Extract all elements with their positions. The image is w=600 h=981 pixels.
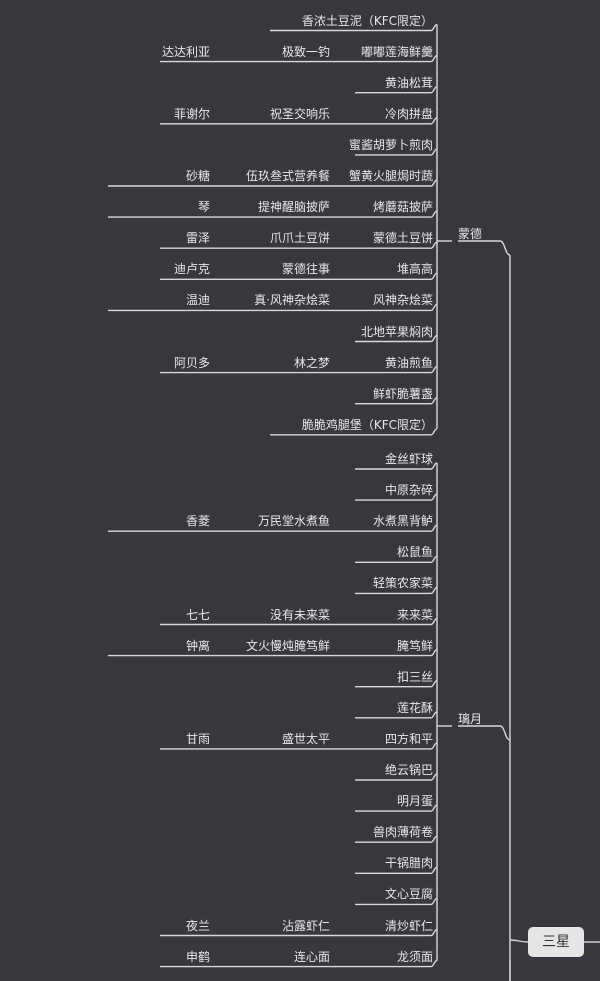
item-1-15-0[interactable]: 清炒虾仁: [384, 918, 433, 933]
row-1-8-corner: [430, 711, 438, 719]
spine-to-root: [509, 939, 529, 943]
item-0-13-0[interactable]: 脆脆鸡腿堡（KFC限定）: [301, 417, 433, 432]
row-1-6-corner: [430, 648, 438, 657]
row-1-10-corner: [430, 773, 438, 781]
item-1-6-1[interactable]: 文火慢炖腌笃鲜: [245, 638, 330, 653]
row-1-4-corner: [430, 586, 438, 595]
item-1-14-0[interactable]: 文心豆腐: [384, 887, 433, 902]
item-0-11-2[interactable]: 阿贝多: [173, 355, 210, 370]
item-1-15-1[interactable]: 沾露虾仁: [281, 918, 330, 933]
row-0-8-corner: [430, 272, 438, 280]
row-1-11-corner: [430, 804, 438, 812]
item-0-3-1[interactable]: 祝圣交响乐: [269, 106, 330, 121]
row-1-0-corner: [430, 462, 438, 470]
group-label-1[interactable]: 璃月: [458, 712, 483, 726]
item-1-5-1[interactable]: 没有未来菜: [269, 607, 330, 622]
row-0-2-corner: [430, 86, 438, 94]
item-0-7-2[interactable]: 雷泽: [185, 231, 210, 246]
item-1-16-2[interactable]: 申鹤: [185, 949, 210, 964]
item-0-10-0[interactable]: 北地苹果焖肉: [360, 324, 433, 339]
item-0-0-0[interactable]: 香浓土豆泥（KFC限定）: [301, 13, 433, 28]
item-1-9-0[interactable]: 四方和平: [384, 731, 433, 746]
row-0-5-corner: [430, 179, 438, 187]
item-1-2-1[interactable]: 万民堂水煮鱼: [257, 514, 330, 529]
item-0-3-2[interactable]: 菲谢尔: [173, 106, 210, 121]
item-1-5-0[interactable]: 来来菜: [396, 607, 433, 622]
group-label-0[interactable]: 蒙德: [458, 227, 483, 241]
item-1-7-0[interactable]: 扣三丝: [396, 669, 433, 684]
row-0-11-corner: [430, 365, 438, 374]
item-1-15-2[interactable]: 夜兰: [185, 918, 210, 933]
item-1-6-0[interactable]: 腌笃鲜: [396, 638, 433, 653]
item-1-9-2[interactable]: 甘雨: [185, 731, 210, 746]
item-0-7-1[interactable]: 爪爪土豆饼: [269, 231, 330, 246]
row-1-3-corner: [430, 555, 438, 563]
item-0-8-1[interactable]: 蒙德往事: [281, 262, 330, 277]
item-1-3-0[interactable]: 松鼠鱼: [396, 545, 433, 560]
item-0-8-0[interactable]: 堆高高: [396, 262, 433, 277]
row-1-5-corner: [430, 617, 438, 626]
item-1-11-0[interactable]: 明月蛋: [396, 794, 433, 809]
item-0-6-1[interactable]: 提神醒脑披萨: [257, 200, 330, 215]
row-0-12-corner: [430, 397, 438, 405]
item-1-0-0[interactable]: 金丝虾球: [384, 452, 433, 466]
item-1-8-0[interactable]: 莲花酥: [396, 700, 433, 715]
item-0-5-0[interactable]: 蟹黄火腿焗时蔬: [348, 169, 433, 183]
group-1-to-spine: [499, 725, 511, 741]
item-0-1-2[interactable]: 达达利亚: [161, 44, 210, 59]
item-1-13-0[interactable]: 干锅腊肉: [384, 856, 433, 871]
row-1-16-corner: [430, 959, 438, 968]
item-0-3-0[interactable]: 冷肉拼盘: [384, 106, 433, 121]
item-1-16-1[interactable]: 连心面: [293, 949, 330, 964]
item-0-9-0[interactable]: 风神杂烩菜: [372, 293, 433, 308]
item-1-5-2[interactable]: 七七: [185, 607, 210, 622]
row-0-7-corner: [430, 241, 438, 249]
group-0-to-spine: [499, 240, 511, 256]
item-1-10-0[interactable]: 绝云锅巴: [384, 763, 433, 777]
item-1-2-0[interactable]: 水煮黑背鲈: [372, 514, 433, 529]
item-0-7-0[interactable]: 蒙德土豆饼: [372, 231, 433, 246]
row-1-15-corner: [430, 928, 438, 937]
item-0-9-2[interactable]: 温迪: [185, 293, 210, 308]
item-0-5-2[interactable]: 砂糖: [185, 169, 210, 183]
item-1-1-0[interactable]: 中原杂碎: [384, 483, 433, 498]
item-0-1-0[interactable]: 嘟嘟莲海鲜羹: [360, 44, 433, 59]
item-1-12-0[interactable]: 兽肉薄荷卷: [372, 825, 433, 840]
row-1-14-corner: [430, 897, 438, 906]
row-0-0-corner: [430, 23, 438, 32]
item-1-6-2[interactable]: 钟离: [185, 638, 210, 653]
item-0-1-1[interactable]: 极致一钓: [281, 44, 330, 59]
row-0-1-corner: [430, 54, 438, 63]
item-1-9-1[interactable]: 盛世太平: [281, 731, 330, 746]
item-1-16-0[interactable]: 龙须面: [396, 949, 433, 964]
row-1-7-corner: [430, 680, 438, 688]
item-1-2-2[interactable]: 香菱: [185, 514, 210, 529]
item-0-8-2[interactable]: 迪卢克: [173, 262, 210, 277]
item-0-5-1[interactable]: 伍玖叁式营养餐: [245, 169, 330, 183]
item-0-4-0[interactable]: 蜜酱胡萝卜煎肉: [348, 137, 433, 152]
row-0-10-corner: [430, 334, 438, 343]
row-1-13-corner: [430, 866, 438, 874]
row-0-13-corner: [430, 428, 438, 436]
item-0-12-0[interactable]: 鲜虾脆薯盏: [372, 386, 433, 401]
row-1-1-corner: [430, 493, 438, 501]
item-0-6-0[interactable]: 烤蘑菇披萨: [372, 200, 433, 215]
root-node[interactable]: 三星: [528, 927, 584, 957]
row-1-9-corner: [430, 742, 438, 750]
item-0-11-0[interactable]: 黄油煎鱼: [384, 355, 433, 370]
item-0-2-0[interactable]: 黄油松茸: [384, 75, 433, 90]
row-1-12-corner: [430, 835, 438, 843]
row-1-2-corner: [430, 524, 438, 532]
item-0-9-1[interactable]: 真·风神杂烩菜: [254, 293, 330, 308]
item-1-4-0[interactable]: 轻策农家菜: [372, 576, 433, 591]
row-0-9-corner: [430, 303, 438, 312]
row-0-6-corner: [430, 210, 438, 218]
item-0-6-2[interactable]: 琴: [197, 200, 210, 215]
row-0-4-corner: [430, 148, 438, 156]
row-0-3-corner: [430, 117, 438, 125]
item-0-11-1[interactable]: 林之梦: [293, 355, 330, 370]
